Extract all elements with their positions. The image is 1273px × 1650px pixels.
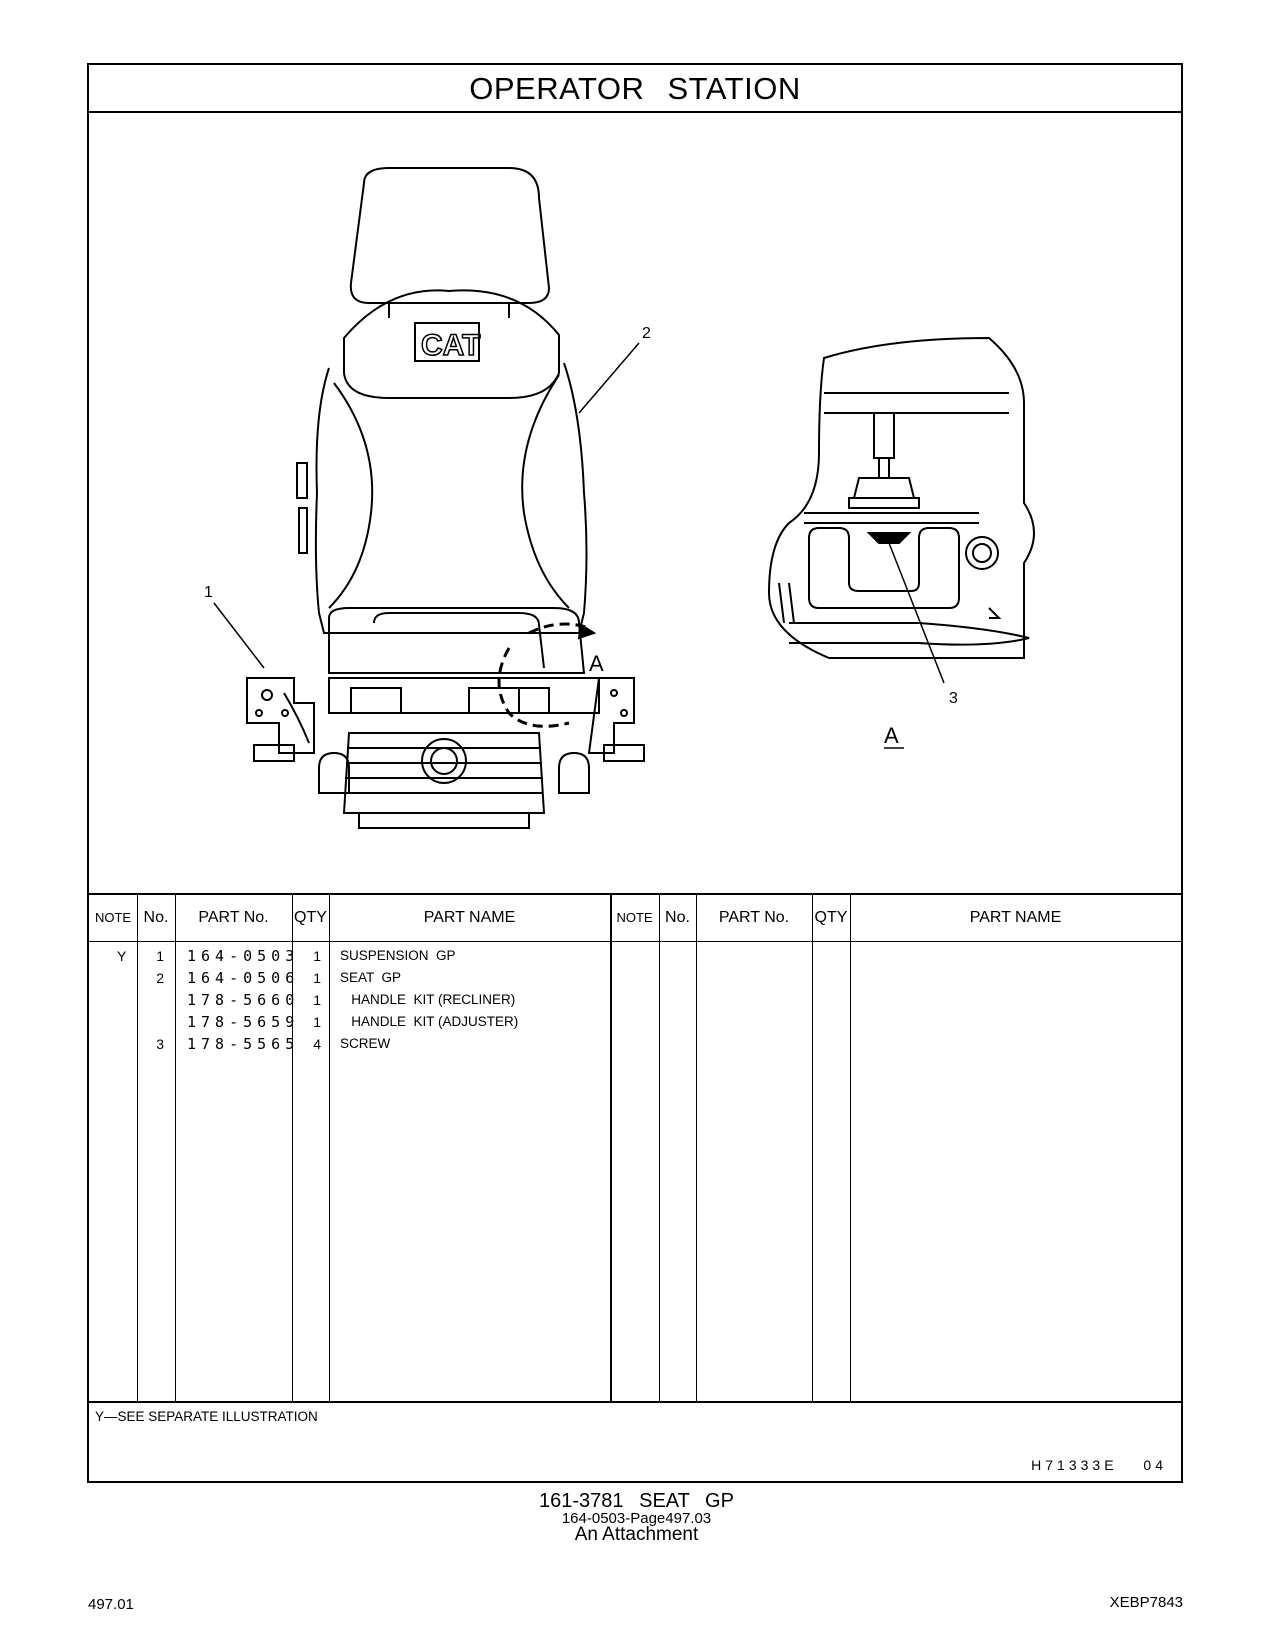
table-row: 178-5659 1 HANDLE KIT (ADJUSTER)	[187, 1013, 519, 1031]
col-no: No.	[143, 909, 169, 926]
document-number: XEBP7843	[1109, 1594, 1183, 1611]
left-mount-bracket	[246, 677, 315, 754]
illustration-code: H71333E 04	[1031, 1457, 1167, 1473]
caption-title: 161-3781 SEAT GP	[539, 1490, 734, 1512]
svg-text:CAT: CAT	[421, 329, 480, 362]
page-number: 497.01	[88, 1596, 134, 1613]
table-row: 2 164-0506 1 SEAT GP	[156, 969, 402, 987]
table-row: 3 178-5565 4 SCREW	[156, 1035, 391, 1053]
col-part-name-2: PART NAME	[969, 909, 1062, 926]
seat-upper-back	[343, 289, 560, 399]
seat-illustration: CAT A	[89, 113, 1181, 893]
parts-page-frame: OPERATOR STATION CAT	[87, 63, 1183, 1483]
footnote: Y—SEE SEPARATE ILLUSTRATION	[95, 1409, 318, 1424]
col-part-no-2: PART No.	[718, 909, 790, 926]
col-qty: QTY	[294, 909, 327, 926]
caption-page-ref: 164-0503-Page497.03	[561, 1510, 712, 1527]
seat-cushion	[328, 607, 586, 674]
col-note: NOTE	[94, 910, 132, 925]
parts-table: NOTE No. PART No. QTY PART NAME NOTE No.…	[89, 893, 1181, 1403]
cat-logo-icon: CAT	[414, 322, 481, 363]
headrest	[349, 167, 551, 304]
detail-view-outline	[767, 336, 1035, 659]
callout-1: 1	[204, 584, 213, 601]
col-no-2: No.	[665, 909, 690, 926]
detail-label: A	[884, 723, 899, 748]
col-part-no: PART No.	[198, 909, 269, 926]
callout-2: 2	[642, 325, 651, 342]
page-title: OPERATOR STATION	[89, 65, 1181, 113]
table-row: Y 1 164-0503 1 SUSPENSION GP	[117, 947, 456, 965]
seat-back	[314, 362, 588, 634]
col-qty-2: QTY	[814, 909, 848, 926]
suspension-bellows	[342, 732, 546, 814]
right-mount-bracket	[587, 677, 635, 754]
seat-drawing: CAT A	[204, 167, 1035, 829]
col-note-2: NOTE	[616, 910, 653, 925]
caption-subtitle: An Attachment	[574, 1524, 699, 1545]
col-part-name: PART NAME	[423, 909, 516, 926]
svg-text:A: A	[589, 651, 604, 676]
table-row: 178-5660 1 HANDLE KIT (RECLINER)	[187, 991, 516, 1009]
callout-3: 3	[949, 690, 958, 707]
